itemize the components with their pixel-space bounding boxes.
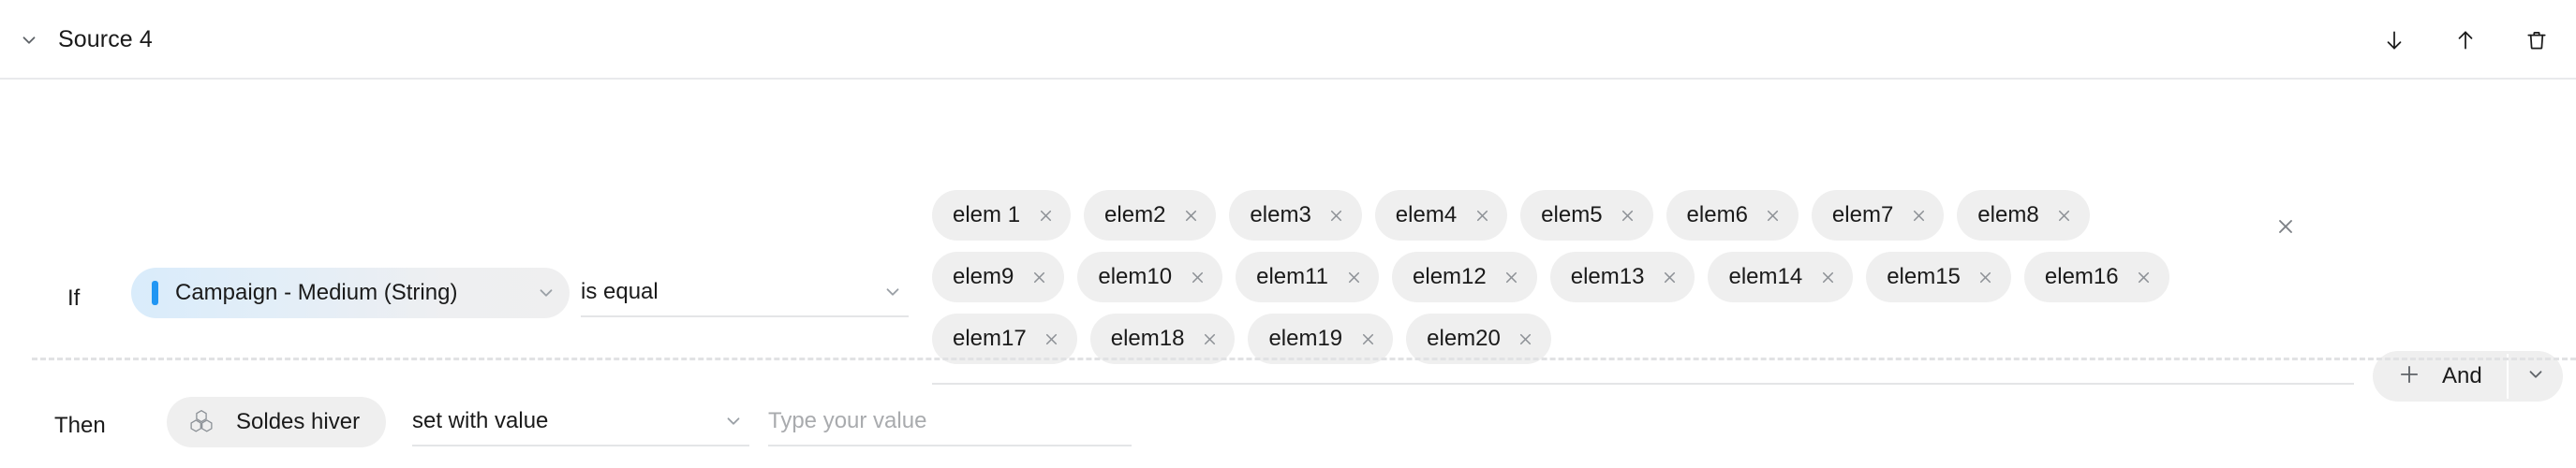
chip-label: elem10 <box>1098 264 1173 289</box>
chip[interactable]: elem16 <box>2023 252 2169 302</box>
chip-label: elem13 <box>1570 264 1645 289</box>
close-icon[interactable] <box>1042 329 1062 349</box>
close-icon[interactable] <box>2272 212 2300 241</box>
chip[interactable]: elem19 <box>1248 314 1394 364</box>
action-target-select[interactable]: Soldes hiver <box>167 397 387 447</box>
chip-label: elem9 <box>953 264 1014 289</box>
chip[interactable]: elem8 <box>1957 190 2090 241</box>
page-title: Source 4 <box>58 26 153 52</box>
chip[interactable]: elem3 <box>1229 190 1362 241</box>
close-icon[interactable] <box>1659 267 1680 287</box>
chip-list: elem 1 elem2 elem3 elem4 elem5 elem6 elem7 elem… <box>932 190 2178 364</box>
chip-label: elem2 <box>1104 202 1166 227</box>
plus-icon <box>2397 362 2421 391</box>
card-header-left: Source 4 <box>17 0 153 80</box>
chip[interactable]: elem18 <box>1089 314 1236 364</box>
close-icon[interactable] <box>1029 267 1049 287</box>
chip[interactable]: elem12 <box>1392 252 1537 302</box>
chip-label: elem8 <box>1977 202 2039 227</box>
chip-label: elem 1 <box>953 202 1021 227</box>
chip[interactable]: elem7 <box>1811 190 1945 241</box>
card-header: Source 4 <box>0 0 2576 80</box>
close-icon[interactable] <box>1326 205 1347 226</box>
arrow-up-icon[interactable] <box>2447 22 2484 59</box>
close-icon[interactable] <box>1817 267 1838 287</box>
action-row: Then Soldes hiver set with value <box>0 358 2576 468</box>
chip[interactable]: elem14 <box>1708 252 1854 302</box>
chip-label: elem16 <box>2044 264 2119 289</box>
chip-label: elem18 <box>1110 326 1185 351</box>
chevron-down-icon[interactable] <box>882 282 909 302</box>
close-icon[interactable] <box>1908 205 1929 226</box>
condition-field-label: Campaign - Medium (String) <box>175 280 458 305</box>
chip[interactable]: elem9 <box>932 252 1065 302</box>
chip-label: elem3 <box>1250 202 1311 227</box>
condition-row: If Campaign - Medium (String) is equal e… <box>0 80 2576 402</box>
close-icon[interactable] <box>1502 267 1522 287</box>
chip[interactable]: elem17 <box>932 314 1077 364</box>
chip-label: elem4 <box>1395 202 1458 227</box>
chip-label: elem5 <box>1541 202 1603 227</box>
chip-label: elem17 <box>953 326 1027 351</box>
action-value-field[interactable] <box>768 398 1132 446</box>
close-icon[interactable] <box>1199 329 1220 349</box>
close-icon[interactable] <box>1976 267 1996 287</box>
close-icon[interactable] <box>1343 267 1364 287</box>
arrow-down-icon[interactable] <box>2376 22 2413 59</box>
chip-label: elem20 <box>1427 326 1501 351</box>
chip[interactable]: elem2 <box>1084 190 1217 241</box>
chip-label: elem11 <box>1256 264 1329 289</box>
condition-operator-select[interactable]: is equal <box>581 269 909 317</box>
chip[interactable]: elem20 <box>1406 314 1551 364</box>
condition-field-select[interactable]: Campaign - Medium (String) <box>131 268 570 318</box>
condition-operator-value: is equal <box>581 279 659 304</box>
chevron-down-icon[interactable] <box>511 283 556 303</box>
chip[interactable]: elem4 <box>1374 190 1508 241</box>
chevron-down-icon[interactable] <box>723 411 749 431</box>
chevron-down-icon[interactable] <box>17 28 41 52</box>
chevron-down-icon <box>2525 364 2546 389</box>
chip[interactable]: elem5 <box>1520 190 1653 241</box>
add-condition-dropdown-toggle[interactable] <box>2509 351 2563 402</box>
action-operation-select[interactable]: set with value <box>412 398 749 446</box>
chip-label: elem7 <box>1831 202 1894 227</box>
add-condition-button[interactable]: And <box>2373 351 2507 402</box>
chip[interactable]: elem13 <box>1549 252 1695 302</box>
close-icon[interactable] <box>1180 205 1201 226</box>
trash-icon[interactable] <box>2518 22 2555 59</box>
chip-label: elem19 <box>1268 326 1343 351</box>
close-icon[interactable] <box>2054 205 2075 226</box>
chip-label: elem14 <box>1728 264 1803 289</box>
close-icon[interactable] <box>1618 205 1638 226</box>
add-condition-label: And <box>2442 363 2482 388</box>
chip[interactable]: elem6 <box>1666 190 1799 241</box>
action-operation-value: set with value <box>412 408 549 433</box>
close-icon[interactable] <box>1357 329 1378 349</box>
chip-label: elem6 <box>1686 202 1748 227</box>
close-icon[interactable] <box>1472 205 1492 226</box>
chip-label: elem15 <box>1887 264 1961 289</box>
close-icon[interactable] <box>2134 267 2154 287</box>
chip[interactable]: elem15 <box>1866 252 2011 302</box>
hexagon-cluster-icon <box>184 404 219 440</box>
if-label: If <box>67 285 81 311</box>
chip[interactable]: elem10 <box>1077 252 1223 302</box>
chip[interactable]: elem 1 <box>932 190 1072 241</box>
then-label: Then <box>54 413 106 438</box>
chip-label: elem12 <box>1413 264 1487 289</box>
card-header-actions <box>2376 0 2555 80</box>
action-target-label: Soldes hiver <box>236 409 361 434</box>
close-icon[interactable] <box>1187 267 1207 287</box>
close-icon[interactable] <box>1516 329 1536 349</box>
field-accent-bar <box>152 281 158 305</box>
chip[interactable]: elem11 <box>1236 252 1380 302</box>
close-icon[interactable] <box>1763 205 1784 226</box>
section-divider <box>32 358 2576 360</box>
close-icon[interactable] <box>1035 205 1056 226</box>
condition-values-multiselect[interactable]: elem 1 elem2 elem3 elem4 elem5 elem6 elem7 elem… <box>932 190 2354 385</box>
value-input[interactable] <box>768 408 1132 434</box>
button-divider <box>2506 354 2509 399</box>
